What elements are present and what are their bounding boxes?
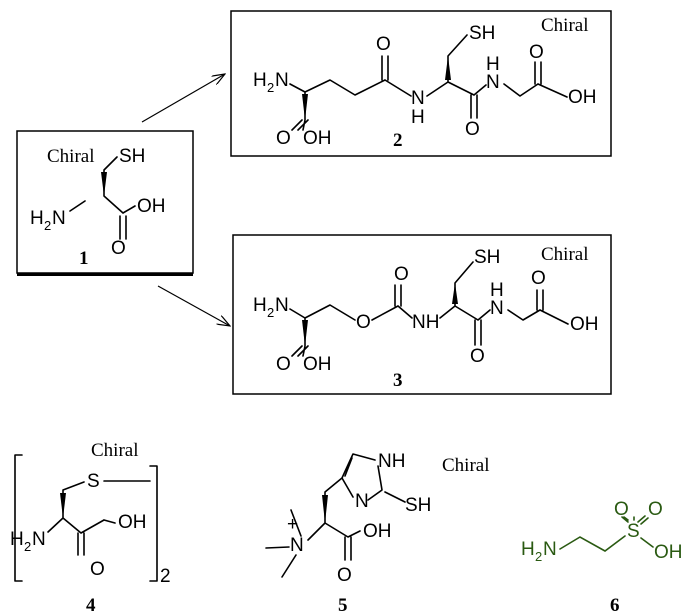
carbonyl-o-label: O (394, 264, 409, 285)
amine-subscript: 2 (24, 539, 31, 554)
compound-2-bonds (289, 34, 568, 131)
compound-5-bonds (265, 453, 406, 578)
hydroxyl-label: OH (568, 87, 597, 108)
amine-subscript: 2 (44, 218, 51, 233)
sulfur-label: S (87, 471, 100, 492)
compound-3-bonds (289, 261, 569, 357)
amine-subscript: 2 (267, 305, 274, 320)
sulfur-label: S (627, 521, 640, 542)
amine-subscript: 2 (267, 80, 274, 95)
carbonyl-o-label: O (337, 565, 352, 586)
ester-o-label: O (356, 312, 371, 333)
amine-h-label: H (521, 539, 535, 560)
amine-n-label: N (52, 208, 66, 229)
arrow-to-compound-2 (141, 74, 225, 123)
amide-h-label: H (490, 280, 504, 301)
compound-2-number: 2 (393, 130, 403, 151)
sulfonyl-o-label: O (648, 499, 663, 520)
carbonyl-o-label: O (276, 128, 291, 149)
sulfhydryl-label: SH (469, 23, 495, 44)
compound-4-stereo-wedge (60, 493, 66, 518)
chiral-label: Chiral (541, 244, 589, 265)
amine-h-label: H (30, 208, 44, 229)
amine-n-label: N (543, 539, 557, 560)
carbonyl-o-label: O (470, 346, 485, 367)
hydroxyl-label: OH (303, 128, 332, 149)
compound-1-number: 1 (79, 248, 89, 269)
compound-5-number: 5 (338, 595, 348, 616)
sulfonyl-o-label: O (614, 499, 629, 520)
amine-subscript: 2 (535, 549, 542, 564)
carbonyl-o-label: O (111, 238, 126, 259)
carbonyl-o-label: O (529, 42, 544, 63)
compound-6-bonds (559, 515, 654, 552)
amine-n-label: N (275, 70, 289, 91)
compound-1: Chiral SH H 2 N O OH 1 (16, 130, 194, 276)
amide-h-label: H (486, 54, 500, 75)
hydroxyl-label: OH (570, 314, 599, 335)
amine-h-label: H (253, 295, 267, 316)
ring-nh-label: NH (378, 451, 405, 472)
compound-4-bonds (47, 480, 151, 556)
dimer-subscript: 2 (160, 566, 171, 587)
chiral-label: Chiral (91, 440, 139, 461)
amide-n-label: N (411, 88, 425, 109)
chiral-label: Chiral (541, 15, 589, 36)
hydroxyl-label: OH (118, 512, 147, 533)
compound-2: Chiral H 2 N O OH O N H SH O H N O OH 2 (230, 10, 612, 157)
ring-n-label: N (355, 491, 369, 512)
compound-3-stereo-wedge (452, 283, 458, 304)
compound-4-number: 4 (86, 595, 96, 616)
compound-2-box (230, 10, 612, 157)
amide-nh-label: NH (412, 312, 439, 333)
chiral-label: Chiral (47, 146, 95, 167)
sulfhydryl-label: SH (474, 247, 500, 268)
compound-6: H 2 N S O O OH 6 (521, 499, 683, 616)
carbonyl-o-label: O (465, 119, 480, 140)
hydroxyl-label: OH (137, 196, 166, 217)
compound-3: Chiral H 2 N O OH O O NH SH O H N O OH 3 (232, 234, 612, 395)
compound-1-stereo-wedge (101, 172, 107, 196)
compound-4: Chiral S H 2 N O OH 2 4 (10, 440, 171, 616)
sulfhydryl-label: SH (405, 495, 431, 516)
amine-n-label: N (275, 295, 289, 316)
carbonyl-o-label: O (376, 34, 391, 55)
amide-h-label: H (411, 107, 425, 128)
hydroxyl-label: OH (363, 521, 392, 542)
chiral-label: Chiral (442, 455, 490, 476)
hydroxyl-label: OH (654, 542, 683, 563)
compound-3-number: 3 (393, 370, 403, 391)
charge-plus-label: + (287, 514, 298, 535)
trimethylammonium-n-label: N (290, 535, 304, 556)
amine-h-label: H (10, 529, 24, 550)
amine-n-label: N (32, 529, 46, 550)
carbonyl-o-label: O (90, 559, 105, 580)
hydroxyl-label: OH (303, 354, 332, 375)
carbonyl-o-label: O (531, 268, 546, 289)
compound-2-stereo-wedge (302, 94, 308, 120)
compound-5: Chiral NH N SH + N O OH 5 (265, 451, 490, 616)
compound-4-brackets (14, 454, 158, 582)
compound-3-box (232, 234, 612, 395)
compound-1-bonds (69, 156, 136, 240)
compound-6-number: 6 (610, 595, 620, 616)
carbonyl-o-label: O (276, 354, 291, 375)
compound-5-stereo-wedge (322, 495, 328, 523)
amide-n-label: N (490, 298, 504, 319)
compound-1-box (16, 130, 194, 274)
compound-2-stereo-wedge (445, 56, 451, 80)
arrow-to-compound-3 (157, 285, 230, 326)
amide-n-label: N (486, 72, 500, 93)
sulfhydryl-label: SH (119, 146, 145, 167)
amine-h-label: H (253, 70, 267, 91)
compound-3-stereo-wedge (302, 320, 308, 346)
